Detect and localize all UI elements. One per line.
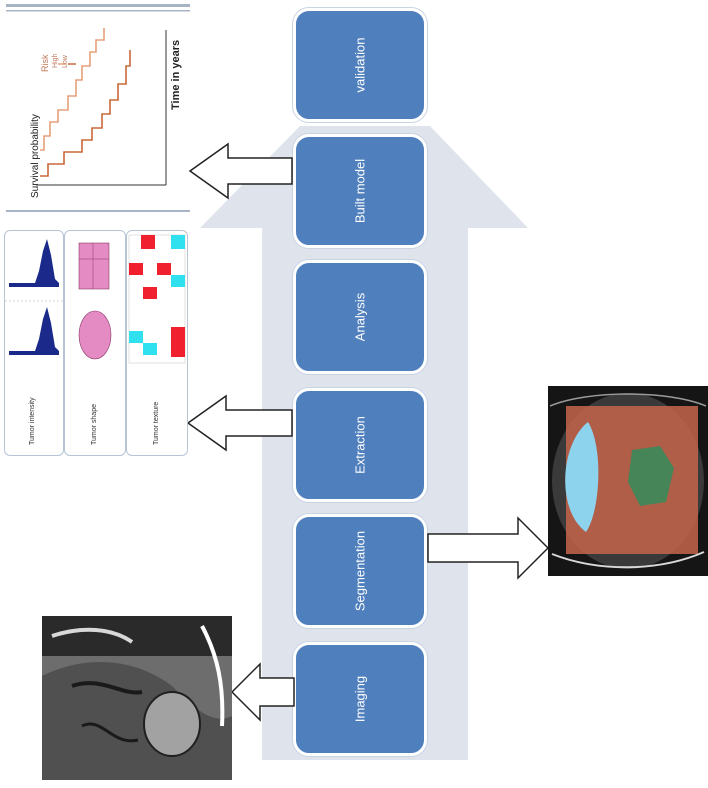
segmentation-image — [548, 386, 708, 576]
step-imaging: Imaging — [293, 642, 427, 756]
arrow-to-mri-image — [230, 662, 295, 722]
step-validation: validation — [293, 8, 427, 122]
shape-renderings — [78, 242, 112, 360]
step-imaging-label: Imaging — [352, 675, 368, 723]
intensity-label: Tumor intensity — [29, 397, 36, 445]
step-segmentation: Segmentation — [293, 514, 427, 628]
texture-label: Tumor texture — [153, 401, 160, 445]
step-built-model-label: Built model — [352, 158, 368, 224]
survival-plot: Risk High Low Time in years Survival pro… — [6, 0, 190, 218]
texture-matrix — [128, 234, 186, 364]
step-extraction-label: Extraction — [352, 416, 368, 474]
shape-label: Tumor shape — [91, 404, 98, 445]
step-built-model: Built model — [293, 134, 427, 248]
legend-low: Low — [62, 55, 69, 68]
intensity-histograms — [5, 239, 63, 355]
step-analysis-label: Analysis — [352, 292, 368, 342]
y-axis-label: Survival probability — [30, 114, 41, 198]
x-axis-label: Time in years — [170, 39, 182, 110]
step-analysis: Analysis — [293, 260, 427, 374]
legend-high: High — [52, 53, 59, 68]
mri-image — [42, 616, 232, 780]
step-segmentation-label: Segmentation — [352, 530, 368, 612]
arrow-to-segmentation-image — [427, 516, 550, 580]
legend-title: Risk — [40, 54, 50, 73]
step-validation-label: validation — [352, 37, 368, 93]
intensity-panel: Tumor intensity — [4, 230, 64, 456]
arrow-to-features — [186, 394, 293, 452]
shape-panel: Tumor shape — [64, 230, 126, 456]
survival-plot-drawing — [6, 4, 190, 212]
texture-panel: Tumor texture — [126, 230, 188, 456]
step-extraction: Extraction — [293, 388, 427, 502]
arrow-to-survival-plot — [188, 142, 293, 200]
